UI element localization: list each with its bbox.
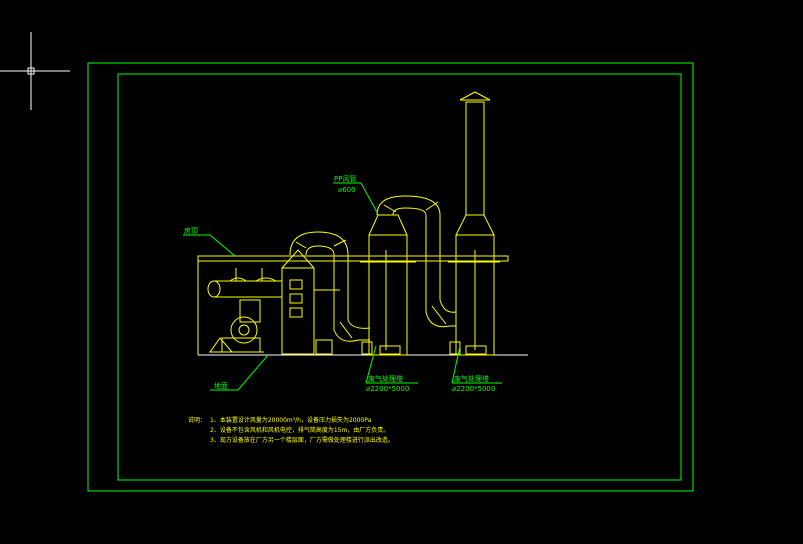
outer-frame	[87, 62, 694, 492]
pp-duct-label: PP风管	[334, 174, 356, 183]
roof-label: 房顶	[184, 226, 198, 235]
notes-line-2: 2、设备不包含风机和风机电控，排气筒高度为15m，由厂方负责。	[210, 426, 389, 434]
notes-line-3: 3、现方设备放在厂方另一个楼层面，厂方需做处理楼进行派出改造。	[210, 436, 394, 444]
tower2-size: ⌀2200*5000	[452, 385, 495, 393]
pp-duct-arch-2	[376, 195, 457, 328]
pp-duct-arch-1	[289, 231, 371, 342]
notes-prefix: 说明：	[188, 416, 206, 424]
roof-building	[197, 255, 509, 355]
pp-duct-size: ⌀600	[338, 186, 356, 194]
blower-fan	[209, 299, 264, 353]
pretreatment-box	[281, 249, 340, 355]
scrubber-tower-2	[448, 91, 500, 356]
crosshair-cursor-icon	[0, 32, 70, 110]
tower1-label: 废气处理塔	[368, 374, 403, 383]
inlet-ducts	[207, 268, 282, 298]
notes-line-1: 1、本装置设计风量为20000m³/h，设备压力损失为2000Pa	[210, 416, 372, 424]
leader-lines	[183, 182, 502, 391]
inner-frame	[117, 73, 682, 481]
tower1-size: ⌀2200*5000	[366, 385, 409, 393]
ground-label: 地面	[214, 381, 228, 390]
scrubber-tower-1	[360, 214, 416, 356]
tower2-label: 废气处理塔	[454, 374, 489, 383]
